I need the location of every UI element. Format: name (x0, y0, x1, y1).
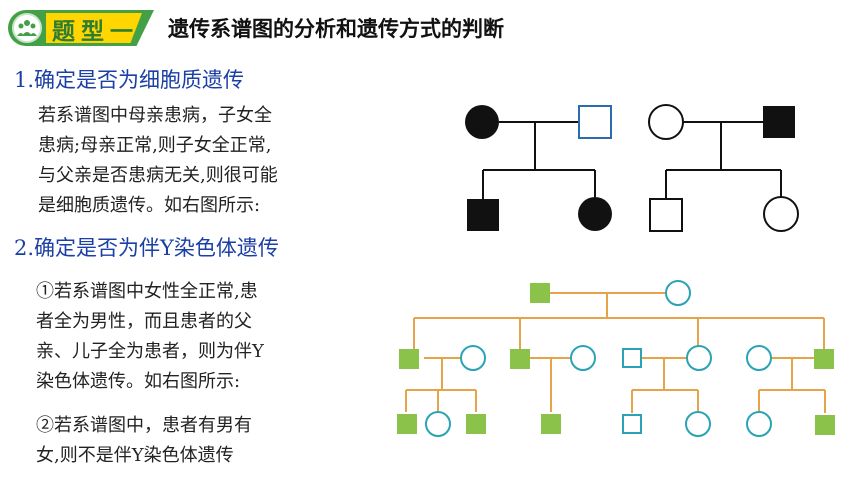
unaffected-female (665, 280, 691, 306)
affected-male (763, 106, 795, 138)
section1-line: 若系谱图中母亲患病，子女全 (38, 105, 272, 126)
section1-line: 患病;母亲正常,则子女全正常, (38, 135, 272, 156)
section2-para1-line: ①若系谱图中女性全正常,患 (36, 281, 258, 302)
header: 题型一 遗传系谱图的分析和遗传方式的判断 (8, 6, 504, 50)
page-title: 遗传系谱图的分析和遗传方式的判断 (168, 17, 504, 41)
unaffected-female (746, 411, 772, 437)
section2-para1-line: 染色体遗传。如右图所示: (36, 371, 241, 392)
section2-para1-line: 亲、儿子全为患者，则为伴Y (36, 341, 264, 362)
section1-line: 是细胞质遗传。如右图所示: (38, 195, 261, 216)
section2-para2-line: ②若系谱图中，患者有男有 (36, 415, 252, 436)
unaffected-female (686, 345, 712, 371)
unaffected-female (746, 345, 772, 371)
unaffected-female (763, 196, 799, 232)
section2-heading: 2.确定是否为伴Y染色体遗传 (14, 236, 279, 260)
unaffected-female (570, 345, 596, 371)
unaffected-male (622, 414, 642, 434)
affected-male (814, 349, 834, 369)
topic-badge-label: 题型一 (52, 19, 139, 45)
affected-male (397, 414, 417, 434)
affected-male (541, 414, 561, 434)
affected-male (815, 415, 835, 435)
affected-male (467, 199, 499, 231)
section1-paragraph: 若系谱图中母亲患病，子女全 患病;母亲正常,则子女全正常, 与父亲是否患病无关,… (38, 101, 278, 221)
unaffected-male (578, 105, 612, 139)
affected-female (465, 105, 499, 139)
section2-para2-line: 女,则不是伴Y染色体遗传 (36, 445, 234, 466)
section2-paragraph2: ②若系谱图中，患者有男有 女,则不是伴Y染色体遗传 (36, 411, 252, 471)
section1-heading: 1.确定是否为细胞质遗传 (14, 68, 245, 92)
affected-male (466, 414, 486, 434)
section2-paragraph1: ①若系谱图中女性全正常,患 者全为男性，而且患者的父 亲、儿子全为患者，则为伴Y… (36, 277, 264, 397)
people-group-icon (12, 13, 42, 43)
section1-line: 与父亲是否患病无关,则很可能 (38, 165, 278, 186)
unaffected-female (425, 411, 451, 437)
affected-female (578, 197, 612, 231)
affected-male (530, 283, 550, 303)
affected-male (510, 349, 530, 369)
topic-badge: 题型一 (8, 10, 154, 46)
unaffected-male (649, 198, 683, 232)
unaffected-male (622, 348, 642, 368)
affected-male (399, 349, 419, 369)
unaffected-female (648, 104, 684, 140)
section2-para1-line: 者全为男性，而且患者的父 (36, 311, 252, 332)
unaffected-female (460, 345, 486, 371)
unaffected-female (685, 411, 711, 437)
